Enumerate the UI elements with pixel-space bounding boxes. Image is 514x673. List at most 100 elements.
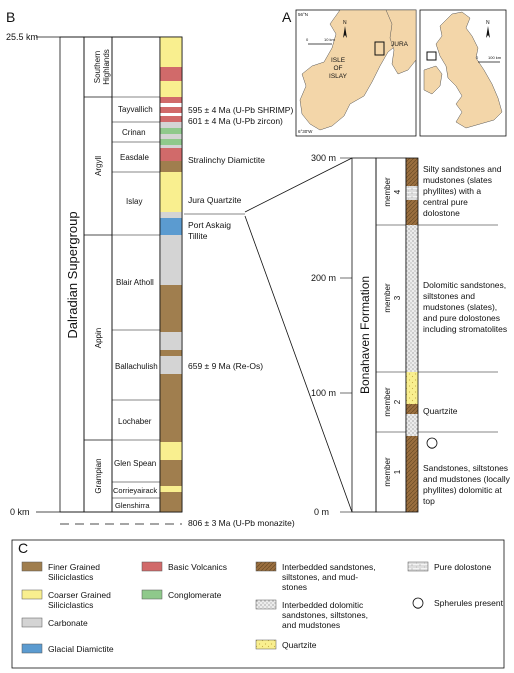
age-659: 659 ± 9 Ma (Re-Os) xyxy=(188,361,263,371)
litho-volcanics xyxy=(160,67,182,81)
legend-item: Basic Volcanics xyxy=(141,561,227,572)
legend-item: Carbonate xyxy=(21,617,88,628)
svg-text:dolostone: dolostone xyxy=(423,208,460,218)
svg-text:and mudstones (locally: and mudstones (locally xyxy=(423,474,511,484)
litho-conglomerate xyxy=(160,139,182,145)
age-595: 595 ± 4 Ma (U-Pb SHRIMP) xyxy=(188,105,293,115)
litho-volcanics xyxy=(160,107,182,113)
legend-swatch xyxy=(21,561,43,572)
litho-volcanics xyxy=(160,116,182,122)
bh-litho-sandstone xyxy=(406,436,418,512)
panel-a: A ISLE OF ISLAY JURA 56°N 6°30'W N 0 10 … xyxy=(282,9,507,137)
litho-carbonate xyxy=(160,134,182,139)
legend-label: Siliciclastics xyxy=(48,600,93,610)
svg-text:including stromatolites: including stromatolites xyxy=(423,324,507,334)
litho-carbonate xyxy=(160,235,182,285)
group-argyll: Argyll xyxy=(94,156,103,176)
member-3-a: member xyxy=(383,283,392,313)
depth-0: 0 m xyxy=(314,507,329,517)
bh-litho-dolomitic xyxy=(406,414,418,436)
bh-litho-sandstone xyxy=(406,404,418,414)
legend-swatch xyxy=(141,561,163,572)
legend-label: Pure dolostone xyxy=(434,562,491,572)
svg-text:Silty sandstones and: Silty sandstones and xyxy=(423,164,502,174)
member-1-b: 1 xyxy=(393,469,402,474)
litho-carbonate xyxy=(160,122,182,128)
legend-swatch xyxy=(21,617,43,628)
litho-gap xyxy=(160,113,182,116)
litho-finer xyxy=(160,350,182,356)
member-4-a: member xyxy=(383,177,392,207)
fm-lochaber: Lochaber xyxy=(118,417,152,426)
desc-member-3: Dolomitic sandstones, siltstones and mud… xyxy=(423,280,507,334)
britain-landmass xyxy=(435,11,503,129)
group-southern-highlands-b: Highlands xyxy=(102,49,111,85)
bonahaven-column: 300 m 200 m 100 m 0 m Bonahaven Formatio… xyxy=(311,153,511,517)
scale1-10: 10 km xyxy=(324,37,336,42)
legend-swatch xyxy=(255,639,277,650)
lon-label: 6°30'W xyxy=(298,129,313,134)
svg-text:Dolomitic sandstones,: Dolomitic sandstones, xyxy=(423,280,506,290)
scale2-0: 0 xyxy=(476,55,479,60)
fm-corrieyairack: Corrieyairack xyxy=(113,486,157,495)
legend-item: Quartzite xyxy=(255,639,317,650)
legend-swatch xyxy=(141,589,163,600)
litho-carbonate xyxy=(160,212,182,218)
member-4-b: 4 xyxy=(393,189,402,194)
legend-item: Glacial Diamictite xyxy=(21,643,114,654)
port-askaig: Port Askaig xyxy=(188,220,231,230)
panel-c-label: C xyxy=(18,540,28,556)
legend-label: Interbedded sandstones, xyxy=(282,562,376,572)
legend-swatch xyxy=(255,561,277,572)
legend-item: Pure dolostone xyxy=(407,561,491,572)
zoom-line-top xyxy=(244,157,353,213)
fm-crinan: Crinan xyxy=(122,128,146,137)
uk-map: 0 100 km N xyxy=(419,9,507,137)
litho-conglomerate xyxy=(160,128,182,134)
tillite: Tillite xyxy=(188,231,208,241)
legend-label: Glacial Diamictite xyxy=(48,644,114,654)
isle-label-3: ISLAY xyxy=(329,73,348,80)
site-box xyxy=(374,41,385,56)
svg-text:Sandstones, siltstones: Sandstones, siltstones xyxy=(423,463,508,473)
litho-coarser xyxy=(160,37,182,67)
member-2-b: 2 xyxy=(393,399,402,404)
legend-label: Siliciclastics xyxy=(48,572,93,582)
legend-box xyxy=(11,539,505,669)
litho-finer xyxy=(160,374,182,442)
member-2-a: member xyxy=(383,387,392,417)
legend-label: stones xyxy=(282,582,307,592)
jura-quartzite: Jura Quartzite xyxy=(188,195,242,205)
north-arrow-icon xyxy=(486,26,490,38)
group-grampian: Grampian xyxy=(94,458,103,493)
legend-label: Carbonate xyxy=(48,618,88,628)
litho-finer xyxy=(160,285,182,332)
svg-text:and pure dolostones: and pure dolostones xyxy=(423,313,500,323)
legend-label: Interbedded dolomitic xyxy=(282,600,364,610)
litho-volcanics xyxy=(160,148,182,161)
litho-carbonate xyxy=(160,356,182,374)
svg-text:phyllites) dolomitic at: phyllites) dolomitic at xyxy=(423,485,503,495)
north-arrow-icon xyxy=(343,26,347,38)
legend-item: Conglomerate xyxy=(141,589,222,600)
jura-landmass xyxy=(385,9,417,75)
panel-b-label: B xyxy=(6,9,15,25)
age-601: 601 ± 4 Ma (U-Pb zircon) xyxy=(188,116,283,126)
legend-item: Spherules present xyxy=(412,597,504,609)
legend-swatch xyxy=(407,561,429,572)
north-label-1: N xyxy=(343,20,347,26)
bonahaven-label: Bonahaven Formation xyxy=(358,276,372,394)
formation-column: Tayvallich Crinan Easdale Islay Blair At… xyxy=(111,36,161,513)
islay-locator-box xyxy=(426,51,437,61)
litho-finer xyxy=(160,161,182,172)
depth-100: 100 m xyxy=(311,388,336,398)
fm-easdale: Easdale xyxy=(120,153,149,162)
spherule-icon xyxy=(412,597,424,609)
scale2-100: 100 km xyxy=(488,55,502,60)
litho-volcanics xyxy=(160,97,182,103)
svg-text:siltstones and: siltstones and xyxy=(423,291,475,301)
isle-label-1: ISLE xyxy=(331,57,346,64)
bh-litho-dolostone xyxy=(406,186,418,200)
